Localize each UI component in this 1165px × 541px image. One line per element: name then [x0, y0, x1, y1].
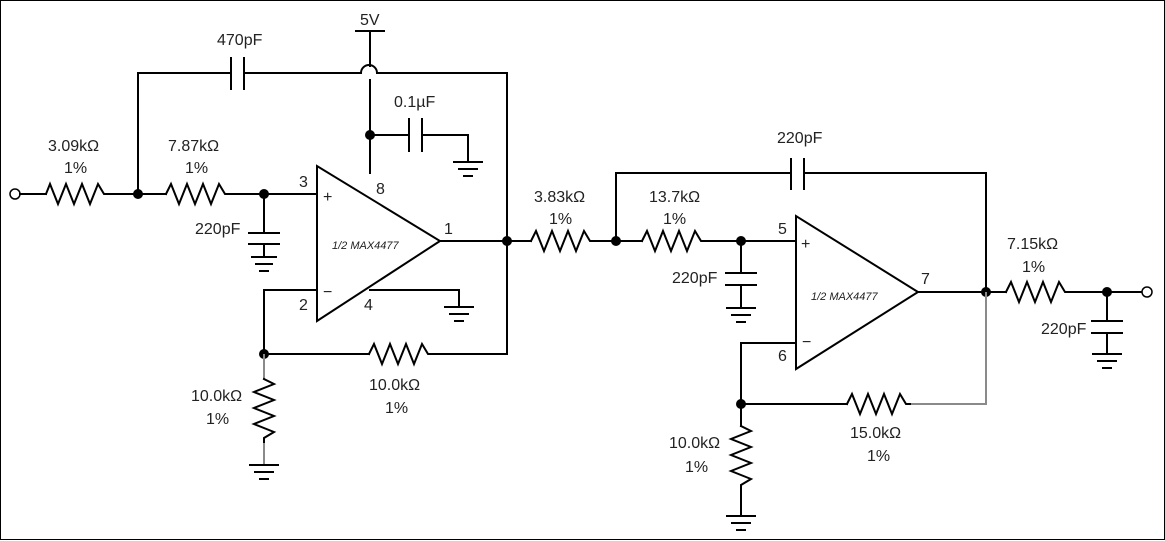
resistor-r-gain1 — [251, 377, 277, 444]
opamp2-pin-plus-num: 5 — [778, 221, 787, 238]
r-in2-label: 7.87kΩ — [168, 138, 219, 155]
opamp2-triangle — [795, 214, 920, 371]
r-out-tol: 1% — [1022, 259, 1045, 276]
c-fb1-label: 470pF — [217, 32, 263, 49]
r-in4-tol: 1% — [663, 211, 686, 228]
r-in3-label: 3.83kΩ — [534, 189, 585, 206]
resistor-r-out — [1004, 279, 1071, 305]
opamp2-name: 1/2 MAX4477 — [811, 291, 879, 303]
ground-icon — [251, 256, 277, 272]
output-terminal — [1141, 286, 1153, 298]
r-fb1-label: 10.0kΩ — [369, 377, 420, 394]
supply-label: 5V — [360, 12, 380, 29]
opamp2-plus: + — [801, 236, 810, 253]
opamp1-minus: − — [323, 284, 332, 301]
r-fb1-tol: 1% — [385, 400, 408, 417]
resistor-r-fb2 — [845, 391, 912, 417]
r-in2-tol: 1% — [185, 160, 208, 177]
r-in1-label: 3.09kΩ — [48, 138, 99, 155]
r-in3-tol: 1% — [549, 211, 572, 228]
opamp1-name: 1/2 MAX4477 — [332, 240, 400, 252]
r-gain2-tol: 1% — [685, 459, 708, 476]
ground-icon — [249, 464, 279, 480]
ground-icon — [1092, 353, 1122, 369]
ground-icon — [453, 161, 483, 177]
r-gain2-label: 10.0kΩ — [669, 435, 720, 452]
c-out-label: 220pF — [1041, 321, 1087, 338]
ground-icon — [726, 307, 756, 323]
opamp1-pin-minus-num: 2 — [299, 297, 308, 314]
resistor-r-in4 — [640, 228, 707, 254]
r-fb2-label: 15.0kΩ — [850, 425, 901, 442]
c-gnd1-label: 220pF — [195, 221, 241, 238]
r-in1-tol: 1% — [64, 160, 87, 177]
opamp1-pin-plus-num: 3 — [299, 174, 308, 191]
opamp1-triangle — [316, 164, 442, 323]
opamp2-pin-minus-num: 6 — [778, 348, 787, 365]
resistor-r-in1 — [44, 181, 110, 207]
input-terminal — [9, 188, 21, 200]
r-gain1-label: 10.0kΩ — [191, 388, 242, 405]
c-gnd2-label: 220pF — [672, 270, 718, 287]
r-in4-label: 13.7kΩ — [649, 189, 700, 206]
ground-icon — [444, 306, 474, 322]
r-out-label: 7.15kΩ — [1007, 236, 1058, 253]
c-bypass-label: 0.1µF — [394, 94, 435, 111]
opamp1-plus: + — [323, 189, 332, 206]
resistor-r-in2 — [164, 181, 230, 207]
c-fb2-label: 220pF — [777, 130, 823, 147]
resistor-r-in3 — [529, 228, 596, 254]
r-gain1-tol: 1% — [206, 411, 229, 428]
resistor-r-fb1 — [367, 341, 434, 367]
opamp1-pin-gnd-num: 4 — [364, 297, 373, 314]
resistor-r-gain2 — [728, 424, 754, 491]
ground-icon — [726, 515, 756, 531]
r-fb2-tol: 1% — [867, 448, 890, 465]
opamp1-pin-vcc-num: 8 — [376, 181, 385, 198]
opamp1-pin-out-num: 1 — [444, 221, 453, 238]
opamp2-minus: − — [802, 334, 811, 351]
opamp2-pin-out-num: 7 — [921, 271, 930, 288]
